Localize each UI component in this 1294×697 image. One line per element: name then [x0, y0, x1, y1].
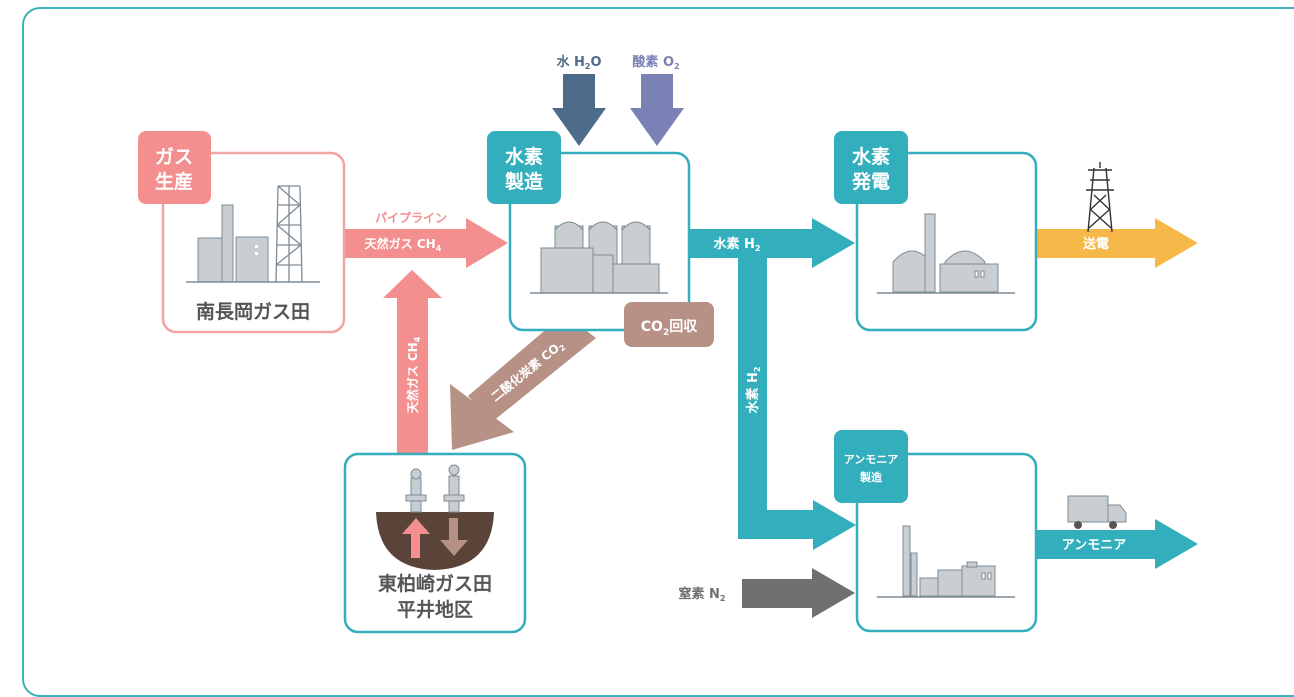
node-name: 南長岡ガス田	[196, 301, 310, 323]
gas-plant-illustration	[186, 185, 320, 283]
oxygen-input-arrow	[630, 74, 684, 146]
arrow-head	[630, 108, 684, 146]
co2-return-arrow	[450, 314, 596, 450]
diagram-canvas: ガス 生産	[138, 54, 1198, 634]
transmission-label: 送電	[1082, 236, 1109, 252]
arrow-shaft	[563, 74, 595, 112]
node-name-line1: 東柏崎ガス田	[378, 572, 492, 595]
natural-gas-label: 天然ガス CH4	[365, 236, 442, 253]
co2-capture-label: CO2回収	[641, 318, 698, 338]
node-tag-line2: 生産	[155, 170, 193, 193]
node-tag-line1: 水素	[852, 145, 890, 168]
ammonia-production-node: アンモニア 製造	[834, 430, 1038, 633]
ground-cross-section	[376, 512, 494, 570]
node-tag-line2: 製造	[859, 470, 883, 484]
node-tag	[834, 131, 908, 204]
arrow-head	[812, 218, 855, 268]
down-arrow-icon	[440, 518, 468, 556]
arrow-shaft	[742, 579, 817, 608]
up-arrow-icon	[402, 518, 430, 558]
transmission-tower-icon	[1086, 162, 1114, 233]
wellhead-illustration	[405, 464, 465, 513]
arrow-shaft	[343, 229, 471, 258]
node-tag	[487, 131, 561, 204]
ammonia-output-label: アンモニア	[1062, 538, 1126, 553]
node-tag-line1: アンモニア	[844, 453, 899, 466]
node-name-line2: 平井地区	[397, 598, 473, 621]
node-tag-line1: ガス	[155, 146, 193, 168]
arrow-shaft	[397, 296, 428, 456]
nitrogen-input-label: 窒素 N2	[678, 586, 725, 603]
natural-gas-vertical-label: 天然ガス CH4	[405, 336, 422, 413]
node-tag-line2: 発電	[851, 170, 890, 193]
arrow-head	[813, 500, 856, 550]
arrow-shaft-vertical	[738, 243, 767, 533]
node-tag-line2: 製造	[504, 170, 544, 193]
natural-gas-pipeline-arrow	[343, 218, 508, 268]
power-plant-illustration	[877, 213, 1015, 294]
natural-gas-vertical-arrow	[383, 270, 442, 456]
transmission-arrow	[1036, 218, 1198, 268]
node-tag-line1: 水素	[505, 145, 543, 168]
hydrogen-to-power-label: 水素 H2	[713, 236, 760, 253]
arrow-head	[450, 384, 514, 450]
hydrogen-plant-illustration	[530, 221, 668, 294]
arrow-head	[812, 568, 855, 618]
node-tag	[834, 430, 908, 503]
co2-capture-tag: CO2回収	[624, 302, 714, 347]
tag-bg	[624, 302, 714, 347]
oxygen-input-label: 酸素 O2	[632, 54, 679, 71]
arrow-shaft	[1036, 530, 1160, 559]
higashi-kashiwazaki-node: 東柏崎ガス田 平井地区	[343, 452, 527, 634]
water-input-arrow	[552, 74, 606, 146]
arrow-head	[1155, 218, 1198, 268]
hydrogen-production-node: 水素 製造	[487, 131, 691, 332]
ammonia-plant-illustration	[877, 525, 1015, 598]
arrow-shaft	[1036, 229, 1160, 258]
node-tag	[138, 131, 211, 204]
arrow-shaft	[641, 74, 673, 112]
hydrogen-to-ammonia-arrow	[738, 243, 856, 550]
gas-production-node: ガス 生産	[138, 131, 346, 334]
arrow-head	[466, 218, 508, 268]
ammonia-output-arrow	[1036, 519, 1198, 569]
pipeline-label: パイプライン	[375, 210, 447, 225]
water-input-label: 水 H2O	[556, 54, 601, 71]
hydrogen-power-node: 水素 発電	[834, 131, 1038, 332]
arrow-head	[383, 270, 442, 298]
arrow-shaft	[468, 314, 596, 422]
truck-icon	[1067, 495, 1127, 529]
hydrogen-to-ammonia-label: 水素 H2	[745, 366, 762, 413]
arrow-head	[1155, 519, 1198, 569]
process-diagram: ガス 生産	[22, 7, 1294, 697]
arrow-shaft-horizontal	[738, 510, 818, 539]
arrow-head	[552, 108, 606, 146]
nitrogen-input-arrow	[742, 568, 855, 618]
